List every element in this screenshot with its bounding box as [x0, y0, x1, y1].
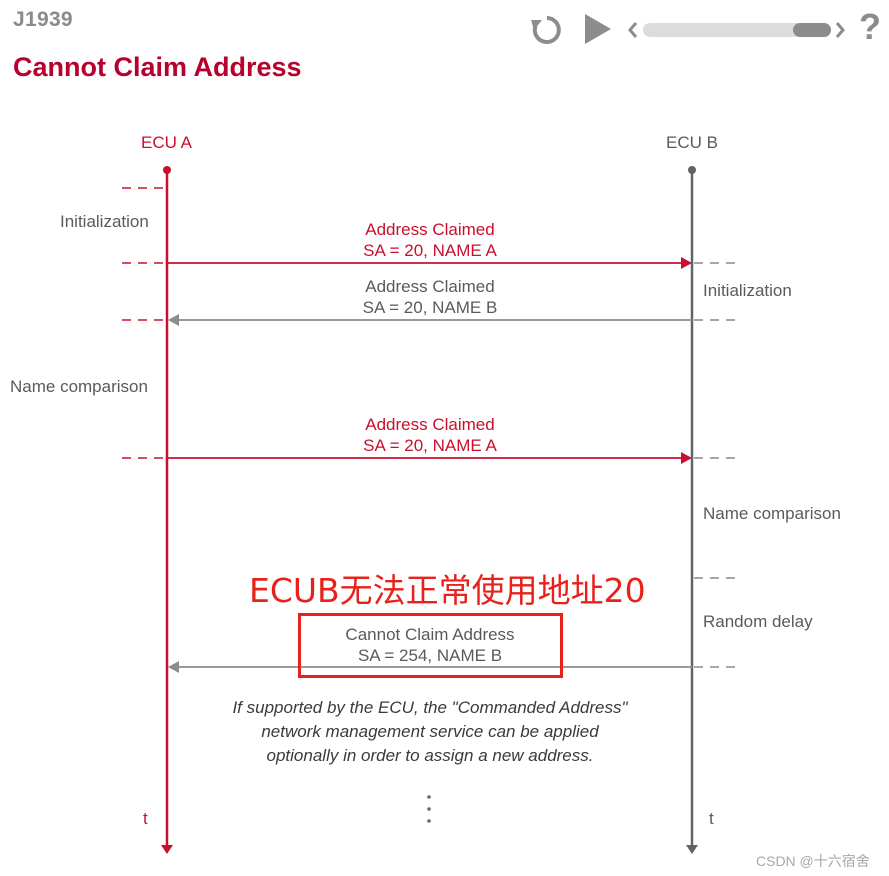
ecu-b-dashes — [694, 262, 740, 668]
progress-slider[interactable] — [643, 20, 831, 40]
watermark: CSDN @十六宿舍 — [756, 853, 870, 869]
message-label-3-line2: SA = 20, NAME A — [363, 436, 497, 455]
ecu-b-time-label: t — [709, 809, 714, 828]
message-label-4: Cannot Claim Address SA = 254, NAME B — [310, 624, 550, 666]
message-label-1-line2: SA = 20, NAME A — [363, 241, 497, 260]
message-arrowhead-3 — [681, 452, 692, 464]
message-label-1: Address Claimed SA = 20, NAME A — [330, 219, 530, 261]
ecu-b-start-dot — [688, 166, 696, 174]
message-label-4-line2: SA = 254, NAME B — [357, 646, 503, 665]
message-label-2-line2: SA = 20, NAME B — [362, 298, 498, 317]
ecu-a-label: ECU A — [141, 133, 193, 152]
ecu-a-arrowhead — [161, 845, 173, 854]
message-label-2: Address Claimed SA = 20, NAME B — [330, 276, 530, 318]
page-title: Cannot Claim Address — [13, 52, 302, 82]
message-arrowhead-4 — [168, 661, 179, 673]
annotation-highlight-box — [298, 613, 563, 678]
next-button[interactable] — [833, 18, 847, 42]
help-button[interactable]: ? — [859, 6, 881, 47]
message-label-3-line1: Address Claimed — [365, 415, 495, 434]
ecu-a-initialization-label: Initialization — [60, 212, 149, 231]
ecu-b-random-delay-label: Random delay — [703, 612, 813, 631]
play-button[interactable] — [583, 12, 613, 46]
replay-icon — [531, 16, 561, 44]
note-line-2: network management service can be applie… — [261, 722, 599, 741]
ecu-a-start-dot — [163, 166, 171, 174]
message-arrowhead-2 — [168, 314, 179, 326]
note-line-3: optionally in order to assign a new addr… — [266, 746, 594, 765]
message-arrowhead-1 — [681, 257, 692, 269]
message-label-1-line1: Address Claimed — [365, 220, 495, 239]
ecu-a-name-comparison-label: Name comparison — [10, 377, 148, 396]
chevron-right-icon — [835, 22, 845, 38]
message-label-4-line1: Cannot Claim Address — [345, 625, 515, 644]
message-label-2-line1: Address Claimed — [365, 277, 495, 296]
ecu-b-name-comparison-label: Name comparison — [703, 504, 841, 523]
chevron-left-icon — [628, 22, 638, 38]
ecu-b-initialization-label: Initialization — [703, 281, 792, 300]
brand-label: J1939 — [13, 8, 73, 31]
ecu-b-label: ECU B — [666, 133, 718, 152]
annotation-text: ECUB无法正常使用地址20 — [249, 571, 646, 610]
replay-button[interactable] — [529, 12, 565, 48]
note-text: If supported by the ECU, the "Commanded … — [196, 696, 664, 768]
prev-button[interactable] — [626, 18, 640, 42]
slider-thumb[interactable] — [793, 23, 831, 37]
ecu-a-dashes — [122, 187, 167, 459]
ecu-b-arrowhead — [686, 845, 698, 854]
note-line-1: If supported by the ECU, the "Commanded … — [232, 698, 628, 717]
play-icon — [585, 14, 611, 44]
ecu-a-time-label: t — [143, 809, 148, 828]
continuation-dots — [427, 795, 431, 823]
message-label-3: Address Claimed SA = 20, NAME A — [330, 414, 530, 456]
